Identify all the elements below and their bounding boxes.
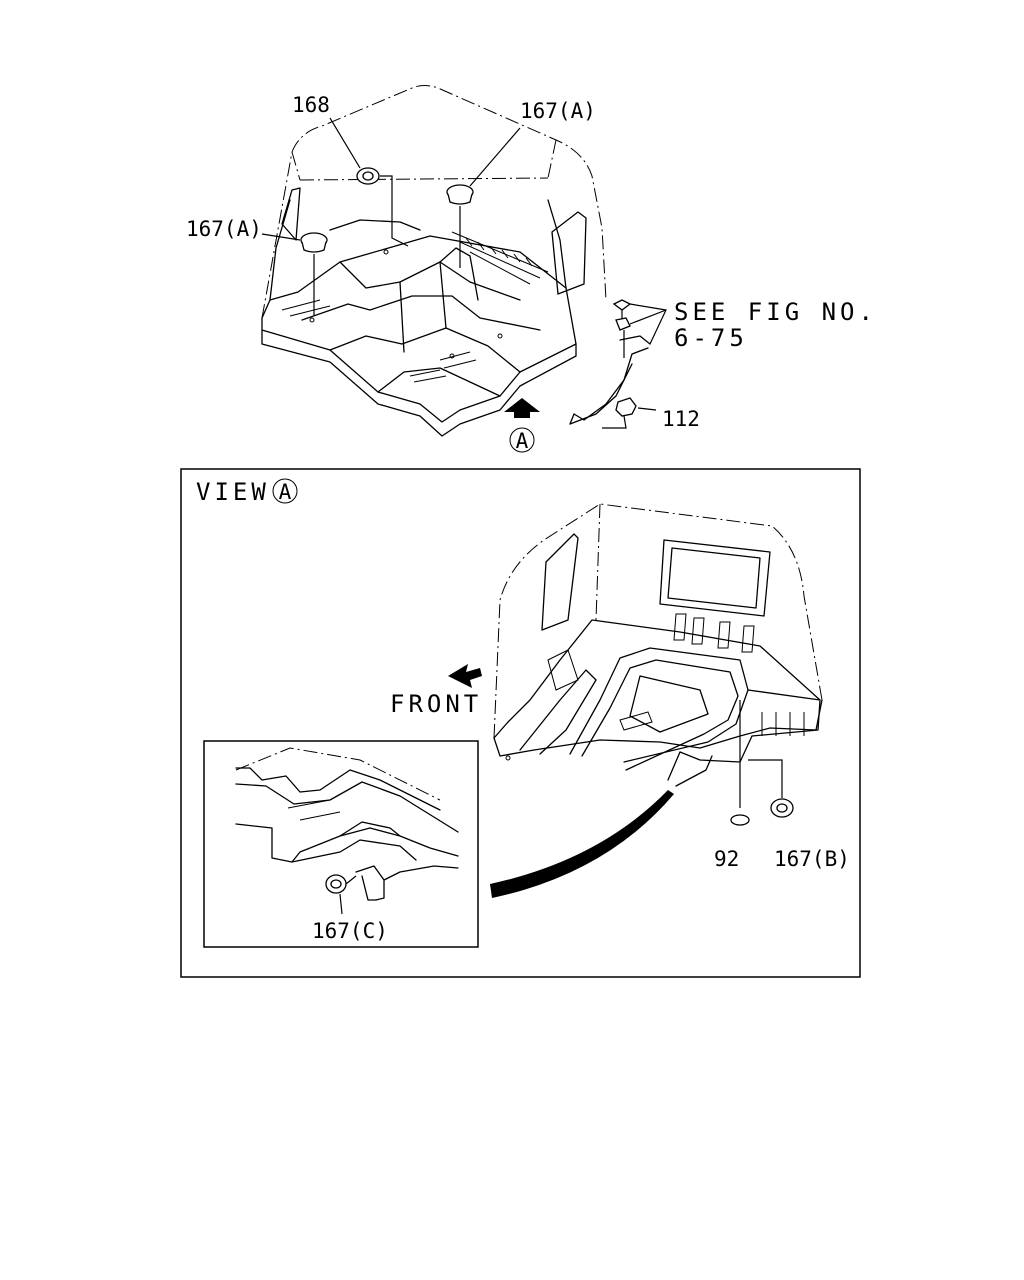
part-167a-top-plug [446,127,521,268]
label-92: 92 [714,847,739,871]
view-a-frame [180,468,861,978]
label-167a-left: 167(A) [186,217,262,241]
reference-bolts [612,299,667,358]
label-112: 112 [662,407,700,431]
detail-callout-band [490,790,674,898]
detail-inset-drawing [235,747,459,901]
label-168: 168 [292,93,330,117]
part-168-grommet [329,117,409,247]
part-167a-left-plug [261,232,328,316]
view-a-marker: A [516,429,529,453]
view-a-title-marker: A [279,480,292,504]
label-167a-top: 167(A) [520,99,596,123]
detail-inset-frame [203,740,479,948]
label-167b: 167(B) [774,847,850,871]
view-a-title: VIEW [196,478,270,506]
part-112-clip [602,397,657,429]
cab-floor-drawing [261,85,607,437]
cab-underside-drawing [493,503,823,787]
label-167c: 167(C) [312,919,388,943]
side-bracket-drawing [569,335,651,425]
label-see-fig-line2: 6-75 [674,324,748,352]
view-a-arrow [504,398,540,453]
part-167b-grommet [748,759,794,818]
part-167c-grommet [325,874,357,915]
front-arrow [448,664,482,688]
label-see-fig-line1: SEE FIG NO. [674,298,877,326]
label-front: FRONT [390,690,482,718]
part-92-ring [730,700,750,826]
